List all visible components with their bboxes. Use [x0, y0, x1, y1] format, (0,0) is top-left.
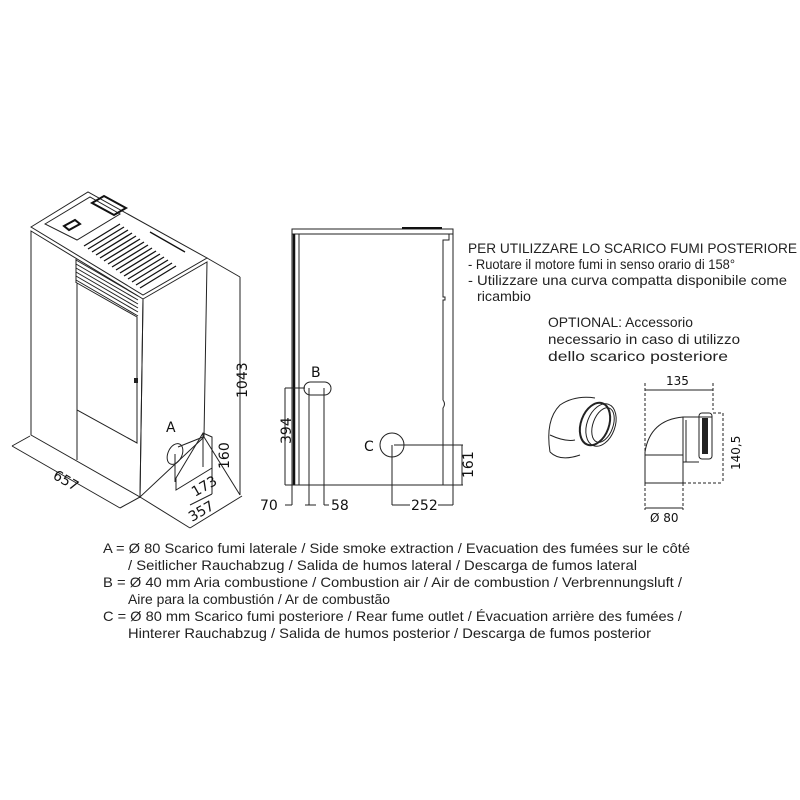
top-lid [43, 196, 121, 241]
dim-elbow-length: 135 [666, 374, 689, 388]
stove-top-face [30, 191, 209, 296]
front-louvers [75, 259, 139, 317]
dim-left-70: 70 [260, 498, 278, 514]
instructions-heading: PER UTILIZZARE LO SCARICO FUMI POSTERIOR… [468, 240, 797, 256]
dim-c-height-161: 161 [461, 451, 477, 478]
rear-dimensions [284, 387, 463, 506]
instruction-step-1: - Ruotare il motore fumi in senso orario… [468, 256, 735, 272]
outlet-a-leader2 [177, 436, 204, 448]
door-handle [134, 378, 138, 383]
dim-a-offset-173: 173 [189, 473, 220, 500]
elbow-profile-collar [698, 412, 713, 460]
elbow-accessory-3d [548, 396, 617, 459]
stove-isometric-view: A 657 357 173 160 1043 [11, 191, 251, 529]
dim-a-height-160: 160 [217, 442, 233, 469]
dim-height-1043: 1043 [235, 362, 251, 398]
elbow-profile-outline [644, 416, 712, 483]
instruction-step-2-cont: ricambio [477, 288, 531, 304]
dim-b-height-394: 394 [279, 417, 295, 444]
dim-b-width-58: 58 [331, 498, 349, 514]
stove-rear-view: B C 394 161 70 58 252 [260, 227, 477, 514]
rear-right-profile [442, 234, 450, 485]
elbow-3d-body [548, 396, 596, 453]
legend-c-line-1: C = Ø 80 mm Scarico fumi posteriore / Re… [103, 608, 682, 624]
optional-line-2: necessario in caso di utilizzo [548, 331, 740, 347]
optional-line-3: dello scarico posteriore [548, 348, 728, 364]
stove-dimensions [11, 257, 243, 529]
elbow-3d-mouth [585, 403, 617, 447]
stove-door [76, 282, 138, 444]
instruction-step-2: - Utilizzare una curva compatta disponib… [468, 272, 787, 288]
dim-elbow-height: 140,5 [729, 436, 743, 470]
outlet-box [175, 432, 213, 491]
label-c: C [364, 439, 374, 455]
elbow-3d-seam [549, 434, 576, 441]
optional-line-1: OPTIONAL: Accessorio [548, 314, 693, 330]
legend-b-line-1: B = Ø 40 mm Aria combustione / Combustio… [103, 574, 682, 590]
dim-c-right-252: 252 [411, 498, 438, 514]
elbow-3d-mouth-inner [591, 407, 615, 443]
elbow-profile-base [645, 417, 684, 484]
elbow-3d-ring [578, 401, 612, 447]
label-a: A [166, 420, 176, 436]
rear-outlet-instructions: PER UTILIZZARE LO SCARICO FUMI POSTERIOR… [468, 240, 797, 364]
dim-width-657: 657 [50, 468, 81, 495]
stove-side-face [139, 261, 208, 499]
top-grille [83, 223, 186, 289]
legend-a-line-2: / Seitlicher Rauchabzug / Salida de humo… [128, 557, 637, 573]
outlet-a-circle [166, 443, 184, 465]
legend-c-line-2: Hinterer Rauchabzug / Salida de humos po… [128, 625, 651, 641]
legend: A = Ø 80 Scarico fumi laterale / Side sm… [103, 540, 690, 641]
elbow-profile-gasket [702, 418, 708, 454]
lid-handle [62, 218, 82, 232]
legend-a-line-1: A = Ø 80 Scarico fumi laterale / Side sm… [103, 540, 690, 556]
control-panel [89, 194, 129, 217]
legend-b-line-2: Aire para la combustión / Ar de combustã… [128, 591, 390, 607]
elbow-accessory-profile: 135 140,5 Ø 80 [644, 374, 743, 525]
label-b: B [311, 365, 321, 381]
inlet-b-slot [303, 381, 332, 396]
elbow-3d-bottom [549, 451, 581, 459]
dim-elbow-diameter: Ø 80 [650, 511, 679, 525]
